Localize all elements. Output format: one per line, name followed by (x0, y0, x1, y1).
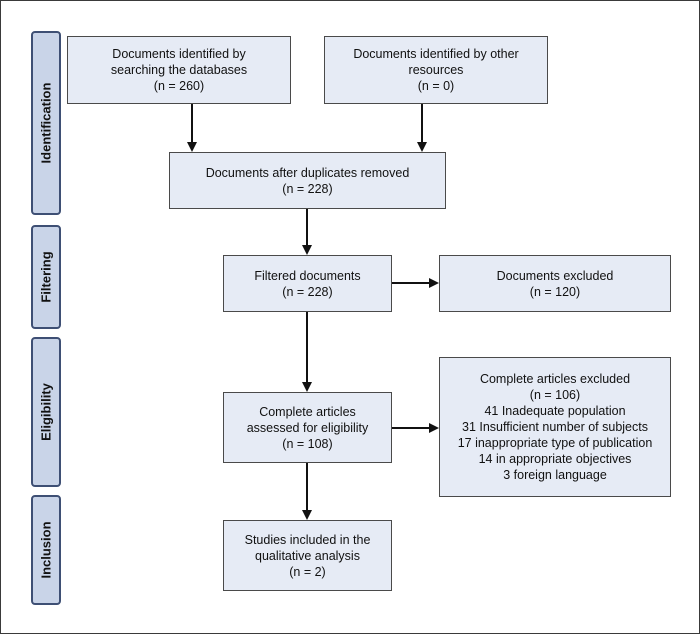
box-line: qualitative analysis (255, 548, 360, 563)
box-duplicates-removed: Documents after duplicates removed (n = … (169, 152, 446, 209)
stage-label: Identification (38, 82, 54, 164)
stage-identification: Identification (31, 31, 61, 215)
exclusion-reason: 41 Inadequate population (484, 404, 626, 418)
box-line: Complete articles (259, 404, 356, 419)
stage-eligibility: Eligibility (31, 337, 61, 487)
box-count: (n = 260) (153, 79, 205, 93)
box-assessed-eligibility: Complete articles assessed for eligibili… (223, 392, 392, 463)
box-articles-excluded: Complete articles excluded (n = 106) 41 … (439, 357, 671, 497)
exclusion-reason: 3 foreign language (503, 468, 607, 482)
stage-label: Eligibility (38, 383, 54, 441)
box-line: Studies included in the (244, 532, 371, 547)
box-line: Documents identified by (112, 47, 246, 61)
box-line: resources (408, 63, 464, 77)
box-line: Filtered documents (254, 268, 361, 283)
exclusion-reason: 14 in appropriate objectives (478, 452, 632, 466)
box-count: (n = 106) (529, 388, 581, 402)
box-filtered-documents: Filtered documents (n = 228) (223, 255, 392, 312)
box-line: Complete articles excluded (479, 372, 631, 386)
stage-label: Inclusion (38, 521, 54, 579)
box-count: (n = 228) (282, 284, 333, 299)
exclusion-reason: 17 inappropriate type of publication (457, 436, 653, 450)
box-line: Documents excluded (496, 268, 614, 283)
box-databases: Documents identified by searching the da… (67, 36, 291, 104)
box-count: (n = 228) (282, 181, 333, 196)
box-studies-included: Studies included in the qualitative anal… (223, 520, 392, 591)
box-count: (n = 2) (289, 564, 326, 579)
stage-inclusion: Inclusion (31, 495, 61, 605)
box-count: (n = 120) (529, 284, 581, 299)
stage-label: Filtering (38, 251, 54, 303)
box-count: (n = 108) (282, 436, 333, 451)
exclusion-reason: 31 Insufficient number of subjects (462, 420, 648, 434)
box-documents-excluded: Documents excluded (n = 120) (439, 255, 671, 312)
box-line: searching the databases (110, 63, 248, 77)
box-line: Documents identified by other (353, 47, 519, 61)
box-count: (n = 0) (417, 79, 455, 93)
box-other-resources: Documents identified by other resources … (324, 36, 548, 104)
stage-filtering: Filtering (31, 225, 61, 329)
box-line: Documents after duplicates removed (205, 165, 410, 180)
box-line: assessed for eligibility (246, 420, 369, 435)
